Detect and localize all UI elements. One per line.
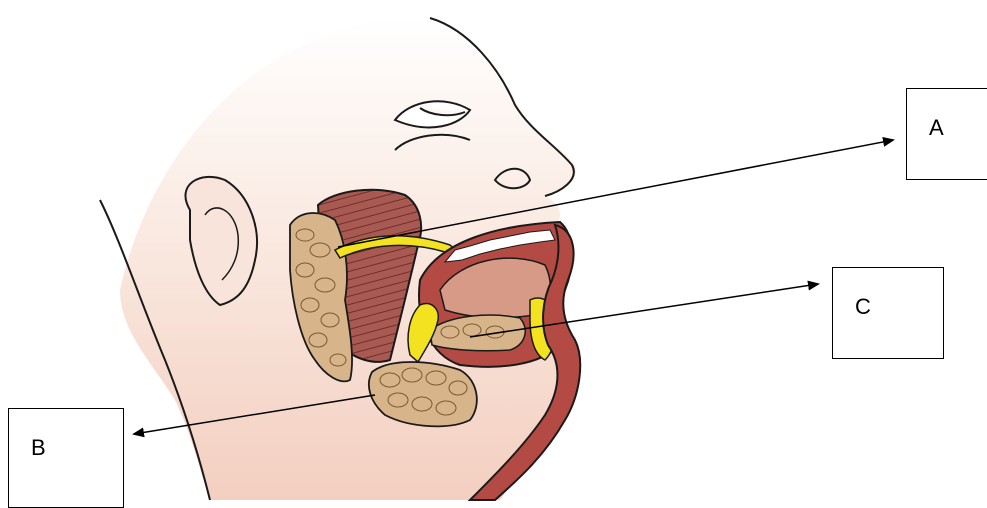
label-c-text: C bbox=[855, 294, 871, 320]
label-box-a: A bbox=[906, 88, 987, 180]
label-box-c: C bbox=[832, 267, 944, 359]
label-box-b: B bbox=[8, 408, 124, 508]
label-a-text: A bbox=[929, 115, 944, 141]
label-b-text: B bbox=[31, 435, 46, 461]
